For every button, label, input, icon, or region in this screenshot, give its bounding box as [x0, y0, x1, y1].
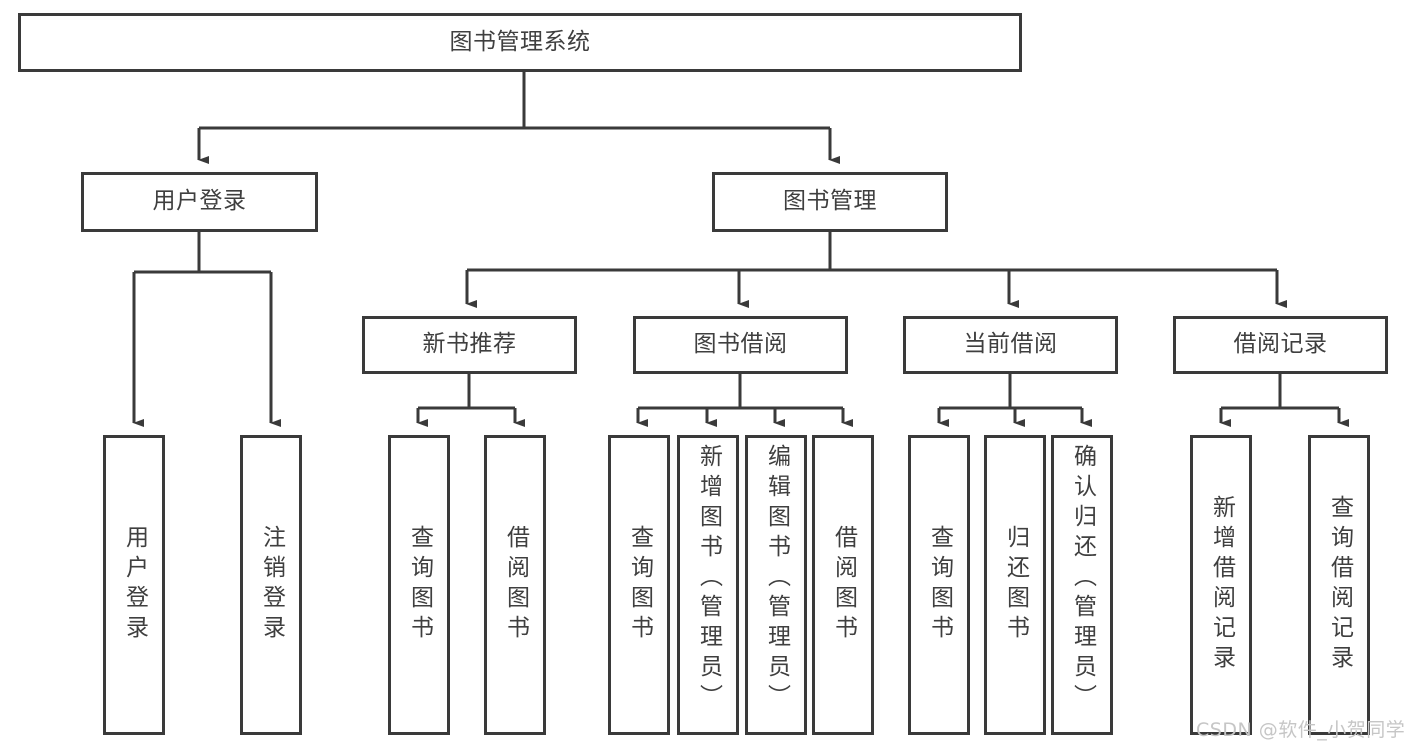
node-label-leaf-user-login: 用户登录 [121, 525, 148, 645]
node-label-new-book-recommend: 新书推荐 [422, 331, 517, 358]
leaf-inner: 借阅图书 [815, 438, 871, 732]
leaf-inner: 注销登录 [243, 438, 299, 732]
leaf-inner: 编辑图书（管理员） [748, 438, 804, 732]
node-leaf-return-book[interactable]: 归还图书 [984, 435, 1046, 735]
leaf-inner: 查询借阅记录 [1311, 438, 1367, 732]
leaf-inner: 用户登录 [106, 438, 162, 732]
node-borrow-records[interactable]: 借阅记录 [1173, 316, 1388, 374]
node-label-book-management: 图书管理 [783, 188, 877, 215]
node-leaf-add-book-admin[interactable]: 新增图书（管理员） [677, 435, 739, 735]
node-leaf-borrow-book-2[interactable]: 借阅图书 [812, 435, 874, 735]
node-leaf-query-borrow-record[interactable]: 查询借阅记录 [1308, 435, 1370, 735]
node-book-borrow[interactable]: 图书借阅 [633, 316, 848, 374]
node-book-management[interactable]: 图书管理 [712, 172, 948, 232]
node-leaf-user-login[interactable]: 用户登录 [103, 435, 165, 735]
node-label-leaf-borrow-book-2: 借阅图书 [830, 525, 857, 645]
leaf-inner: 查询图书 [611, 438, 667, 732]
node-leaf-logout[interactable]: 注销登录 [240, 435, 302, 735]
leaf-inner: 新增借阅记录 [1193, 438, 1249, 732]
node-label-borrow-records: 借阅记录 [1233, 331, 1328, 358]
node-label-leaf-query-book-3: 查询图书 [926, 525, 953, 645]
node-leaf-confirm-return-admin[interactable]: 确认归还（管理员） [1051, 435, 1113, 735]
leaf-inner: 借阅图书 [487, 438, 543, 732]
node-leaf-query-book-3[interactable]: 查询图书 [908, 435, 970, 735]
node-label-leaf-logout: 注销登录 [258, 525, 285, 645]
node-leaf-query-book-2[interactable]: 查询图书 [608, 435, 670, 735]
node-leaf-edit-book-admin[interactable]: 编辑图书（管理员） [745, 435, 807, 735]
node-book-management-system[interactable]: 图书管理系统 [18, 13, 1022, 72]
node-label-leaf-borrow-book-1: 借阅图书 [502, 525, 529, 645]
csdn-watermark: CSDN @软件_小贺同学 [1196, 719, 1405, 741]
node-label-leaf-return-book: 归还图书 [1002, 525, 1029, 645]
node-new-book-recommend[interactable]: 新书推荐 [362, 316, 577, 374]
node-leaf-query-book-1[interactable]: 查询图书 [388, 435, 450, 735]
node-label-leaf-confirm-return-admin: 确认归还（管理员） [1069, 444, 1096, 714]
node-label-user-login: 用户登录 [152, 188, 247, 215]
node-label-book-borrow: 图书借阅 [693, 331, 788, 358]
node-label-leaf-query-book-2: 查询图书 [626, 525, 653, 645]
node-leaf-add-borrow-record[interactable]: 新增借阅记录 [1190, 435, 1252, 735]
node-label-leaf-add-book-admin: 新增图书（管理员） [695, 444, 722, 714]
node-label-current-borrow: 当前借阅 [963, 331, 1058, 358]
node-label-book-management-system: 图书管理系统 [449, 28, 591, 55]
leaf-inner: 确认归还（管理员） [1054, 438, 1110, 732]
leaf-inner: 新增图书（管理员） [680, 438, 736, 732]
leaf-inner: 查询图书 [391, 438, 447, 732]
node-current-borrow[interactable]: 当前借阅 [903, 316, 1118, 374]
node-label-leaf-query-borrow-record: 查询借阅记录 [1326, 495, 1353, 675]
node-label-leaf-edit-book-admin: 编辑图书（管理员） [763, 444, 790, 714]
node-label-leaf-query-book-1: 查询图书 [406, 525, 433, 645]
leaf-inner: 查询图书 [911, 438, 967, 732]
node-leaf-borrow-book-1[interactable]: 借阅图书 [484, 435, 546, 735]
node-label-leaf-add-borrow-record: 新增借阅记录 [1208, 495, 1235, 675]
node-user-login[interactable]: 用户登录 [81, 172, 318, 232]
leaf-inner: 归还图书 [987, 438, 1043, 732]
